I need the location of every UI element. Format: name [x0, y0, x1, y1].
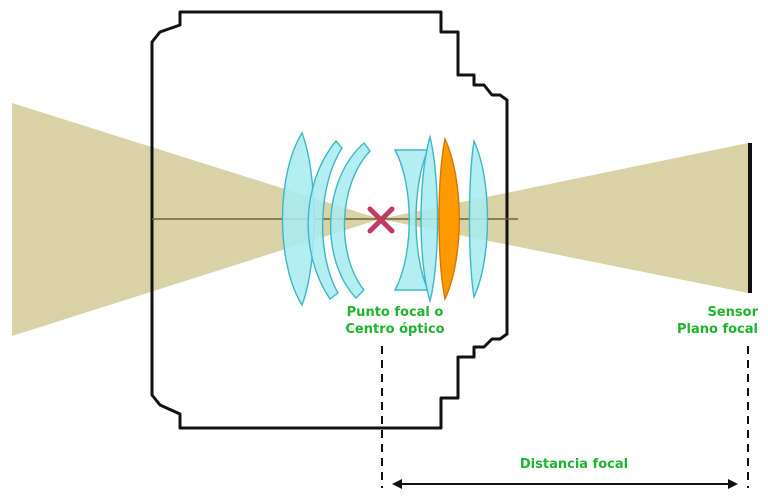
rear-lens-element-4 — [468, 138, 489, 300]
arrowhead-left — [392, 479, 402, 489]
rear-lens-element-special — [438, 136, 460, 302]
sensor-label-line-2: Plano focal — [677, 322, 758, 337]
focal-point-label-line-1: Punto focal o — [346, 305, 444, 320]
sensor-label: Sensor Plano focal — [640, 304, 758, 338]
arrowhead-right — [728, 479, 738, 489]
front-lens-element-1 — [281, 131, 315, 307]
focal-point-label-line-2: Centro óptico — [345, 322, 445, 337]
front-lens-element-3 — [330, 141, 371, 300]
x-mark-icon — [367, 206, 395, 234]
outgoing-light-cone — [380, 143, 748, 293]
sensor-label-line-1: Sensor — [707, 305, 758, 320]
lens-body-outline — [150, 10, 509, 430]
rear-lens-element-2 — [420, 134, 439, 304]
front-lens-element-2 — [307, 139, 343, 300]
focal-distance-label: Distancia focal — [519, 457, 629, 472]
focal-point-label: Punto focal o Centro óptico — [332, 304, 458, 338]
